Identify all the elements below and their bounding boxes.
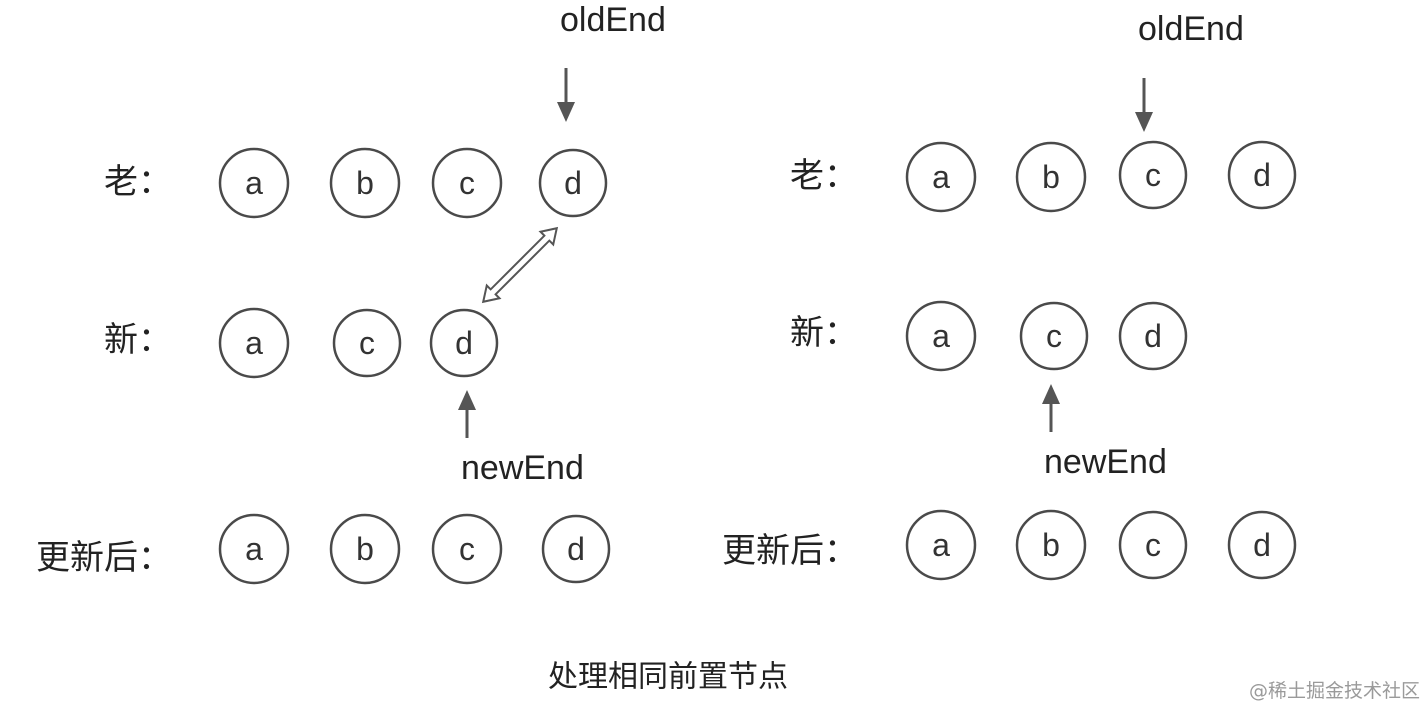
left-old-row-label: 老： xyxy=(104,162,172,202)
node-label: c xyxy=(459,531,475,567)
right-old-node: a xyxy=(905,141,977,213)
node-label: b xyxy=(1042,159,1060,195)
left-updated-node: a xyxy=(218,513,290,585)
left-new-node: a xyxy=(218,307,290,379)
left-new-node: c xyxy=(332,308,402,378)
left-updated-node: b xyxy=(329,513,401,585)
right-panel: oldEnd 老： 新： 更新后： a b c d a xyxy=(722,10,1297,581)
node-label: d xyxy=(1253,157,1271,193)
left-old-end-arrow xyxy=(557,68,575,122)
right-updated-node: a xyxy=(905,509,977,581)
left-updated-row-label: 更新后： xyxy=(36,538,172,578)
node-label: d xyxy=(567,531,585,567)
node-label: a xyxy=(245,165,263,201)
node-label: c xyxy=(359,325,375,361)
node-label: c xyxy=(1145,527,1161,563)
right-old-end-label: oldEnd xyxy=(1138,10,1244,48)
node-label: d xyxy=(1253,527,1271,563)
node-label: b xyxy=(356,165,374,201)
left-new-node: d xyxy=(429,308,499,378)
right-old-row-label: 老： xyxy=(790,156,858,196)
right-updated-node: b xyxy=(1015,509,1087,581)
left-panel: oldEnd 老： 新： 更新后： a b c d xyxy=(36,1,666,585)
right-new-row-label: 新： xyxy=(790,313,858,353)
node-label: b xyxy=(356,531,374,567)
node-label: a xyxy=(245,325,263,361)
right-old-node: b xyxy=(1015,141,1087,213)
right-old-end-arrow xyxy=(1135,78,1153,132)
node-label: b xyxy=(1042,527,1060,563)
left-old-node: d xyxy=(538,148,608,218)
right-new-node: c xyxy=(1019,301,1089,371)
node-label: d xyxy=(1144,318,1162,354)
left-new-row-label: 新： xyxy=(104,320,172,360)
left-old-node: a xyxy=(218,147,290,219)
right-updated-row-label: 更新后： xyxy=(722,531,858,571)
node-label: c xyxy=(459,165,475,201)
left-old-end-label: oldEnd xyxy=(560,1,666,39)
right-updated-node: d xyxy=(1227,510,1297,580)
node-label: a xyxy=(932,318,950,354)
node-label: a xyxy=(245,531,263,567)
node-label: c xyxy=(1046,318,1062,354)
right-new-node: a xyxy=(905,300,977,372)
node-label: c xyxy=(1145,157,1161,193)
right-updated-node: c xyxy=(1118,510,1188,580)
left-new-end-arrow xyxy=(458,390,476,438)
node-label: d xyxy=(455,325,473,361)
watermark: @稀土掘金技术社区 xyxy=(1249,680,1420,702)
node-label: a xyxy=(932,527,950,563)
right-new-node: d xyxy=(1118,301,1188,371)
left-old-node: c xyxy=(431,147,503,219)
left-new-end-label: newEnd xyxy=(461,449,584,487)
node-label: a xyxy=(932,159,950,195)
node-label: d xyxy=(564,165,582,201)
right-new-end-arrow xyxy=(1042,384,1060,432)
right-old-node: c xyxy=(1118,140,1188,210)
right-new-end-label: newEnd xyxy=(1044,443,1167,481)
left-updated-node: c xyxy=(431,513,503,585)
diagram-caption: 处理相同前置节点 xyxy=(548,660,788,695)
right-old-node: d xyxy=(1227,140,1297,210)
left-old-node: b xyxy=(329,147,401,219)
left-updated-node: d xyxy=(541,514,611,584)
left-match-double-arrow xyxy=(481,226,559,304)
